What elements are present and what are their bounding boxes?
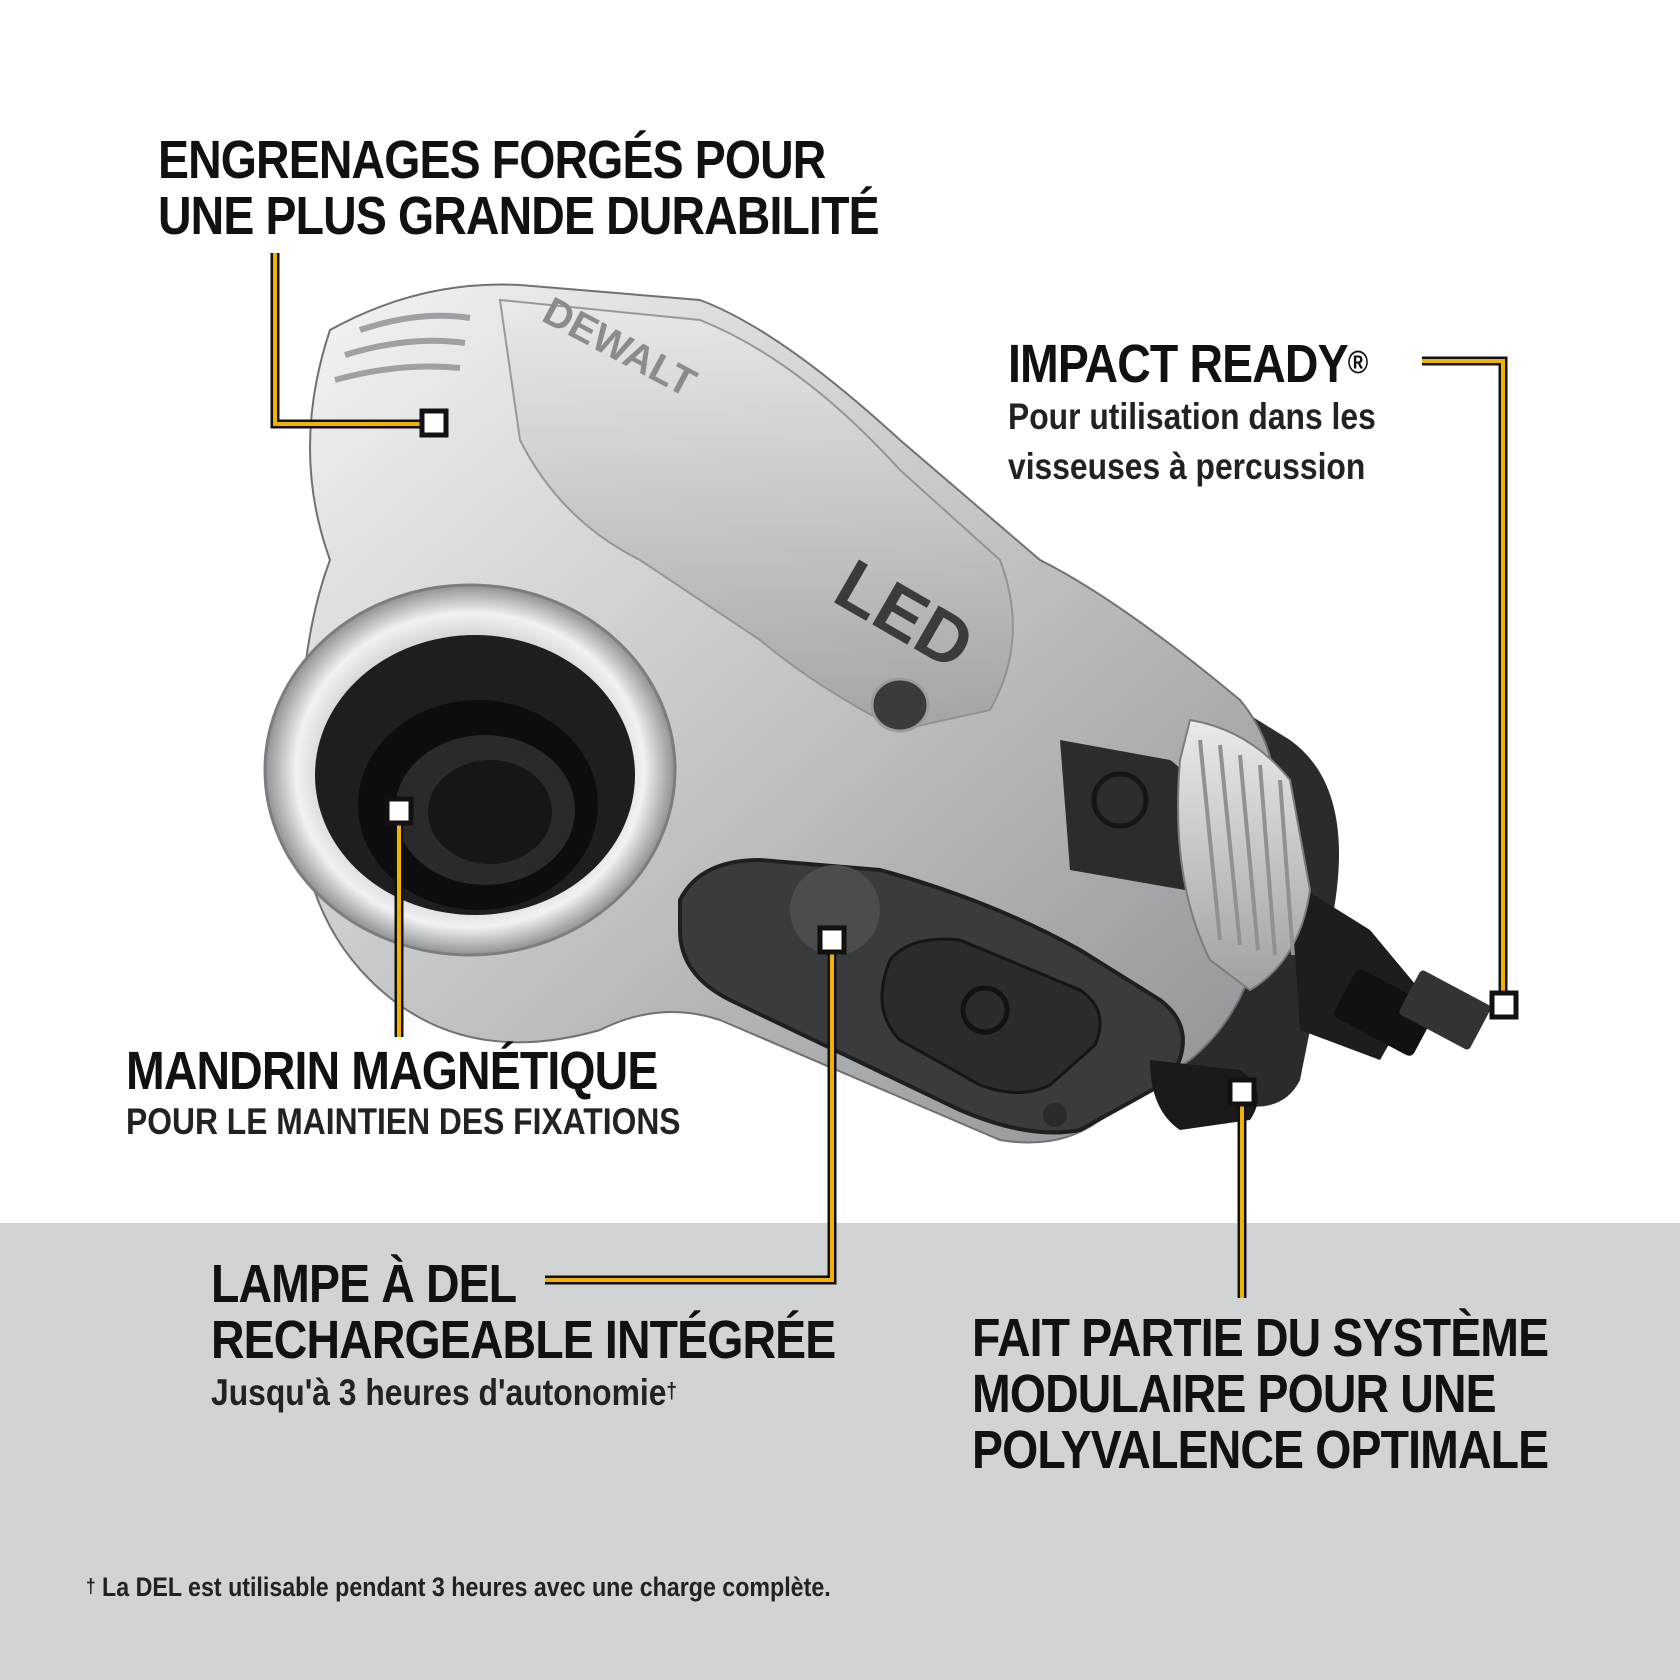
callout-impact-ready-line1: Pour utilisation dans les bbox=[1008, 396, 1376, 437]
callout-forged-gears: ENGRENAGES FORGÉS POUR UNE PLUS GRANDE D… bbox=[158, 132, 996, 244]
callout-impact-ready-line2: visseuses à percussion bbox=[1008, 446, 1366, 487]
callout-modular-system-line1: FAIT PARTIE DU SYSTÈME bbox=[972, 1308, 1549, 1368]
marker-impact bbox=[1489, 990, 1519, 1020]
registered-mark: ® bbox=[1347, 344, 1369, 380]
callout-led-lamp: LAMPE À DEL RECHARGEABLE INTÉGRÉE Jusqu'… bbox=[211, 1256, 937, 1418]
callout-modular-system: FAIT PARTIE DU SYSTÈME MODULAIRE POUR UN… bbox=[972, 1310, 1642, 1478]
callout-modular-system-line3: POLYVALENCE OPTIMALE bbox=[972, 1420, 1549, 1480]
ribbed-back-panel bbox=[1177, 718, 1312, 992]
dagger-mark: † bbox=[666, 1378, 678, 1403]
callout-led-lamp-subtitle-row: Jusqu'à 3 heures d'autonomie† bbox=[211, 1368, 835, 1418]
hex-shank bbox=[1290, 880, 1491, 1060]
marker-led bbox=[817, 925, 847, 955]
callout-impact-ready-title: IMPACT READY bbox=[1008, 334, 1349, 394]
marker-chuck bbox=[384, 796, 414, 826]
bottom-gray-band bbox=[0, 1223, 1680, 1680]
marker-modular bbox=[1227, 1077, 1257, 1107]
callout-led-lamp-subtitle: Jusqu'à 3 heures d'autonomie bbox=[211, 1372, 667, 1413]
footnote-dagger: † bbox=[86, 1576, 96, 1598]
callout-led-lamp-line1: LAMPE À DEL bbox=[211, 1254, 517, 1314]
callout-magnetic-chuck-subtitle: POUR LE MAINTIEN DES FIXATIONS bbox=[126, 1101, 681, 1142]
marker-gears bbox=[419, 408, 449, 438]
callout-modular-system-line2: MODULAIRE POUR UNE bbox=[972, 1364, 1497, 1424]
footnote: † La DEL est utilisable pendant 3 heures… bbox=[86, 1570, 831, 1604]
callout-forged-gears-line1: ENGRENAGES FORGÉS POUR bbox=[158, 130, 826, 190]
callout-forged-gears-line2: UNE PLUS GRANDE DURABILITÉ bbox=[158, 186, 880, 246]
callout-led-lamp-line2: RECHARGEABLE INTÉGRÉE bbox=[211, 1310, 836, 1370]
callout-magnetic-chuck: MANDRIN MAGNÉTIQUE POUR LE MAINTIEN DES … bbox=[126, 1043, 771, 1145]
callout-impact-ready-title-row: IMPACT READY® bbox=[1008, 336, 1376, 392]
callout-impact-ready: IMPACT READY® Pour utilisation dans les … bbox=[1008, 336, 1436, 492]
callout-magnetic-chuck-title: MANDRIN MAGNÉTIQUE bbox=[126, 1041, 658, 1101]
footnote-text: La DEL est utilisable pendant 3 heures a… bbox=[102, 1572, 831, 1602]
